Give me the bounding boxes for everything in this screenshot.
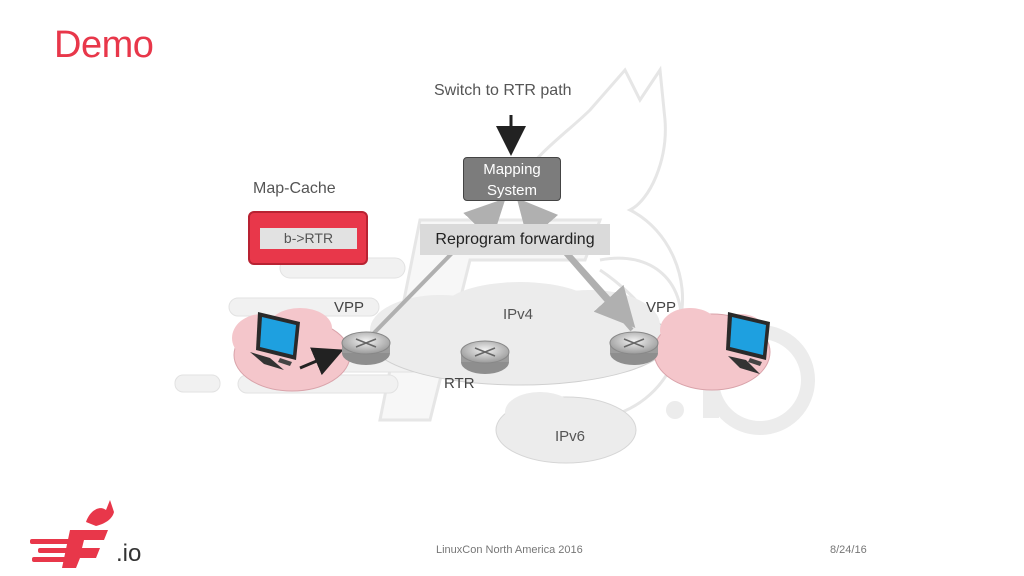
vpp-right-label: VPP <box>646 299 677 316</box>
ipv6-label: IPv6 <box>555 428 586 445</box>
fdio-logo-icon <box>30 500 114 568</box>
map-cache-entry: b->RTR <box>260 228 357 249</box>
footer-event: LinuxCon North America 2016 <box>436 544 583 556</box>
slide-title: Demo <box>54 24 154 66</box>
router-icon <box>460 340 510 374</box>
rtr-label: RTR <box>444 375 475 392</box>
vpp-left-label: VPP <box>334 299 365 316</box>
reprogram-forwarding-label: Reprogram forwarding <box>420 224 610 255</box>
ipv6-cloud <box>495 392 637 464</box>
mapping-system-line2: System <box>486 182 537 199</box>
router-icon <box>341 331 391 365</box>
router-icon <box>609 331 659 365</box>
computer-icon <box>726 312 770 374</box>
logo-text: .io <box>116 540 142 567</box>
footer-date: 8/24/16 <box>830 544 867 556</box>
switch-rtr-path-label: Switch to RTR path <box>434 82 572 99</box>
computer-icon <box>250 312 300 370</box>
traffic-arrow <box>299 347 344 376</box>
mapping-system-line1: Mapping <box>483 161 541 178</box>
map-cache-label: Map-Cache <box>253 180 336 197</box>
map-cache-box: b->RTR <box>248 211 368 265</box>
mapping-system-box: Mapping System <box>463 157 561 201</box>
ipv4-label: IPv4 <box>503 306 534 323</box>
